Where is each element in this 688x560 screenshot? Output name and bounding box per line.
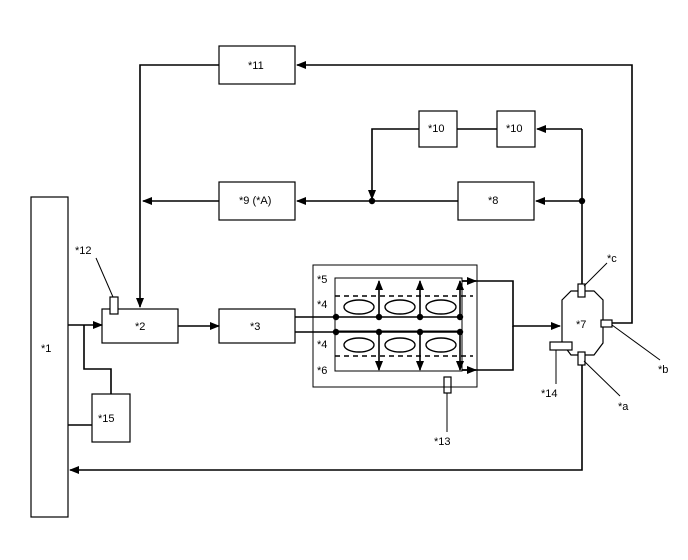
label-4-lower: *4 (317, 339, 327, 351)
cylinder-1 (343, 299, 375, 315)
label-8: *8 (488, 195, 498, 207)
label-2: *2 (135, 321, 145, 333)
label-3: *3 (250, 321, 260, 333)
label-10-right: *10 (506, 123, 523, 135)
label-b: *b (658, 364, 668, 376)
flow-7-to-11 (296, 61, 633, 324)
box-10-right: *10 (496, 110, 536, 148)
sensor-a (577, 351, 586, 366)
label-10-left: *10 (428, 123, 445, 135)
label-12: *12 (75, 245, 92, 257)
box-2: *2 (101, 308, 179, 344)
box-11: *11 (218, 45, 296, 85)
box-10-left: *10 (418, 110, 458, 148)
cylinder-6 (425, 337, 457, 353)
label-7: *7 (576, 319, 586, 331)
label-14: *14 (541, 388, 558, 400)
sensor-12 (109, 296, 119, 315)
sensor-13 (443, 376, 452, 394)
label-c: *c (607, 253, 617, 265)
cylinder-3 (425, 299, 457, 315)
label-a: *a (618, 401, 629, 413)
label-6: *6 (317, 365, 327, 377)
sensor-14 (549, 341, 573, 351)
flow-engine-lower (462, 326, 514, 371)
box-15: *15 (91, 393, 131, 443)
cylinder-5 (384, 337, 416, 353)
label-4-upper: *4 (317, 299, 327, 311)
bank-lower (334, 330, 463, 372)
label-13: *13 (434, 436, 451, 448)
box-1: *1 (30, 196, 69, 518)
flow-7-to-1 (69, 365, 583, 474)
flow-1-to-15 (83, 325, 112, 394)
box-3: *3 (218, 308, 296, 344)
label-9: *9 (*A) (239, 195, 271, 207)
flow-10-to-junction (368, 128, 419, 200)
flow-engine-to-7 (462, 280, 561, 330)
flow-11-to-2 (136, 64, 219, 308)
engine-block-outline (312, 264, 478, 388)
box-8: *8 (457, 181, 535, 221)
cylinder-4 (343, 337, 375, 353)
sensor-b (600, 319, 613, 328)
box-9: *9 (*A) (218, 181, 296, 221)
cylinder-2 (384, 299, 416, 315)
label-15: *15 (98, 413, 115, 425)
engine-block: *5 *4 *4 *6 (295, 264, 478, 388)
label-5: *5 (317, 274, 327, 286)
label-1: *1 (41, 343, 51, 355)
unit-7: *7 (549, 283, 613, 366)
label-11: *11 (248, 60, 264, 72)
